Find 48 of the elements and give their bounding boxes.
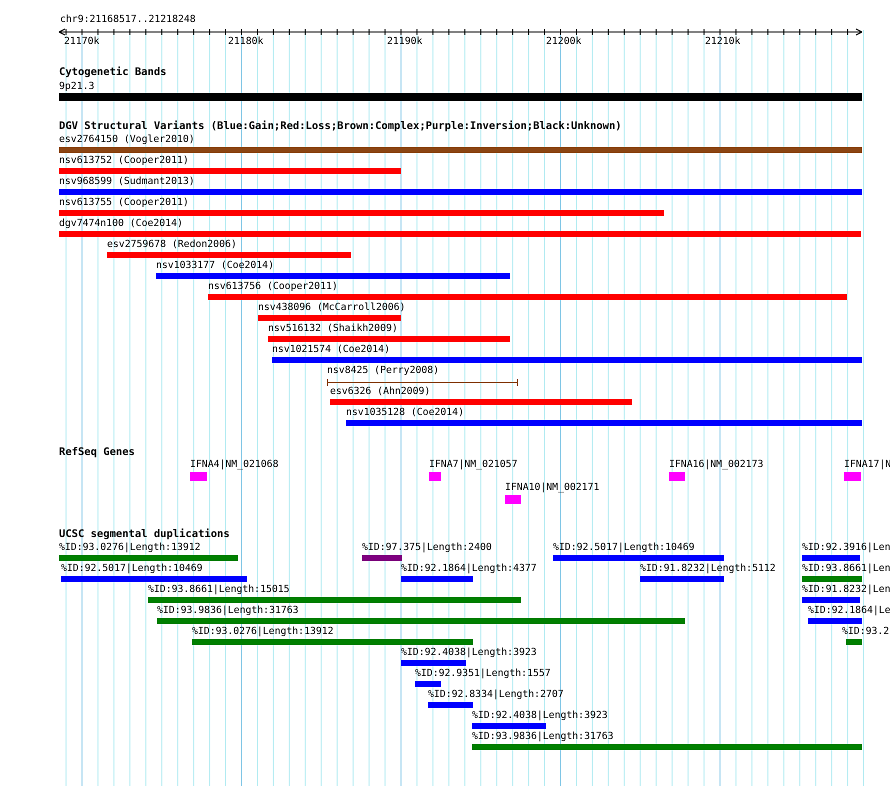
tick-label: 21180k <box>228 36 264 47</box>
feature-label: %ID:91.8232|Length:5112 <box>640 563 776 574</box>
feature-label: %ID:92.8334|Length:2707 <box>428 689 564 700</box>
feature-label: %ID:92.5017|Length:10469 <box>61 563 203 574</box>
feature-label: nsv438096 (McCarroll2006) <box>258 302 406 313</box>
feature-label: %ID:93.0276|Length:13912 <box>59 542 201 553</box>
track-heading: UCSC segmental duplications <box>59 529 230 540</box>
tick-label: 21210k <box>705 36 740 47</box>
feature-label: %ID:92.9351|Length:1557 <box>415 668 551 679</box>
feature-label: %ID:92.4038|Length:3923 <box>401 647 537 658</box>
tick-label: 21170k <box>64 36 100 47</box>
feature-label: nsv8425 (Perry2008) <box>327 365 440 376</box>
feature-label: esv2759678 (Redon2006) <box>107 239 237 250</box>
coordinate-label: chr9:21168517..21218248 <box>60 14 196 25</box>
feature-label: %ID:93.9836|Length:31763 <box>472 731 614 742</box>
feature-label: %ID:93.9836|Length:31763 <box>157 605 299 616</box>
feature-label: %ID:93.2 <box>842 626 890 637</box>
feature-label: %ID:97.375|Length:2400 <box>362 542 492 553</box>
track-heading: Cytogenetic Bands <box>59 67 166 78</box>
feature-label: nsv1033177 (Coe2014) <box>156 260 274 271</box>
tick-label: 21200k <box>546 36 582 47</box>
feature-label: nsv613752 (Cooper2011) <box>59 155 189 166</box>
feature-label: %ID:92.1864|Length:4377 <box>401 563 537 574</box>
feature-label: %ID:93.8661|Len <box>802 563 890 574</box>
gene-label: IFNA7|NM_021057 <box>429 459 518 470</box>
feature-label: %ID:92.1864|Le <box>808 605 890 616</box>
feature-label: nsv1035128 (Coe2014) <box>346 407 464 418</box>
feature-label: %ID:91.8232|Len <box>802 584 890 595</box>
band-label: 9p21.3 <box>59 81 94 92</box>
gene-label: IFNA4|NM_021068 <box>190 459 278 470</box>
feature-label: nsv613756 (Cooper2011) <box>208 281 338 292</box>
feature-label: %ID:93.8661|Length:15015 <box>148 584 290 595</box>
feature-label: nsv968599 (Sudmant2013) <box>59 176 195 187</box>
gene-label: IFNA10|NM_002171 <box>505 482 600 493</box>
feature-label: %ID:92.5017|Length:10469 <box>553 542 695 553</box>
feature-label: nsv1021574 (Coe2014) <box>272 344 390 355</box>
feature-label: dgv7474n100 (Coe2014) <box>59 218 183 229</box>
gene-label: IFNA16|NM_002173 <box>669 459 764 470</box>
feature-label: nsv516132 (Shaikh2009) <box>268 323 398 334</box>
feature-label: %ID:93.0276|Length:13912 <box>192 626 334 637</box>
track-heading: DGV Structural Variants (Blue:Gain;Red:Loss;Brown:Complex;Purple:Inversion;Black:Unknown) <box>59 121 622 132</box>
feature-label: esv2764150 (Vogler2010) <box>59 134 195 145</box>
feature-label: %ID:92.3916|Len <box>802 542 890 553</box>
track-heading: RefSeq Genes <box>59 447 135 458</box>
feature-label: %ID:92.4038|Length:3923 <box>472 710 608 721</box>
feature-label: nsv613755 (Cooper2011) <box>59 197 189 208</box>
feature-label: esv6326 (Ahn2009) <box>330 386 430 397</box>
tick-label: 21190k <box>387 36 422 47</box>
